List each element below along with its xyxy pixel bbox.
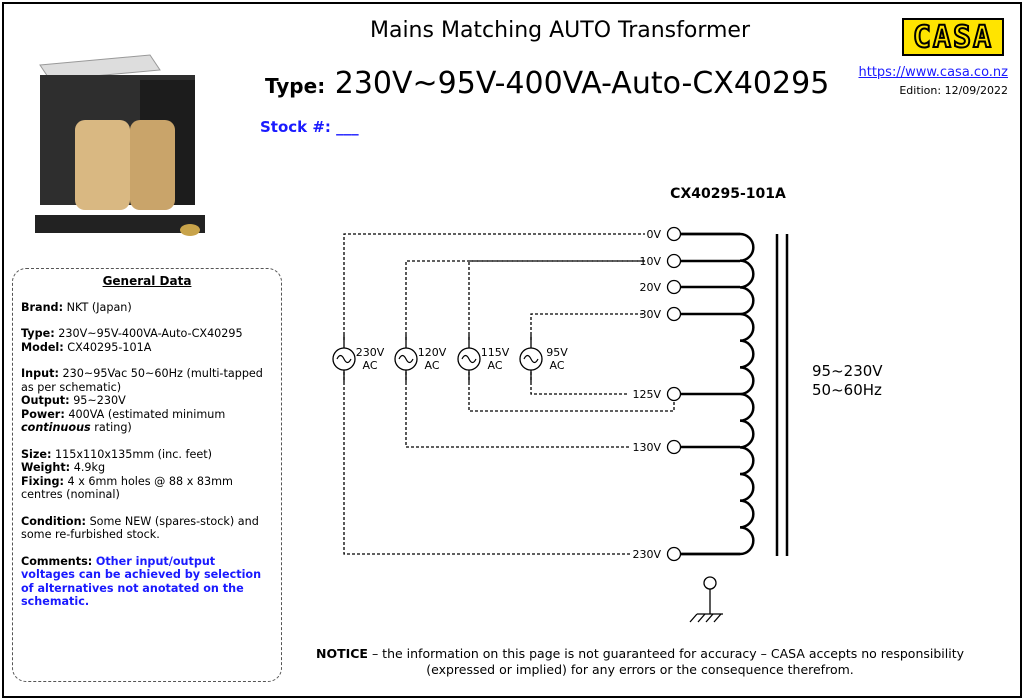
source-type: AC — [487, 359, 502, 372]
tap-label: 125V — [632, 388, 661, 401]
source-voltage: 95V — [546, 346, 568, 359]
source-voltage: 115V — [481, 346, 510, 359]
source-type: AC — [424, 359, 439, 372]
general-data-heading: General Data — [102, 274, 192, 288]
tap-label: 130V — [632, 441, 661, 454]
stock-number: Stock #: ___ — [260, 118, 359, 136]
tap-label: 30V — [639, 308, 661, 321]
brand: Brand: NKT (Japan) — [21, 300, 132, 314]
condition: Condition: Some NEW (spares-stock) and s… — [21, 514, 259, 542]
comments: Comments: Other input/output voltages ca… — [21, 554, 262, 609]
tap-label: 0V — [646, 228, 661, 241]
general-data-panel: General Data Brand: NKT (Japan) Type: 23… — [12, 268, 282, 682]
transformer-photo — [35, 54, 205, 236]
tap-terminal — [666, 279, 682, 295]
tap-terminal — [666, 439, 682, 455]
tap-terminal — [666, 253, 682, 269]
website-link[interactable]: https://www.casa.co.nz — [858, 65, 1009, 80]
electrical: Input: 230~95Vac 50~60Hz (multi-tapped a… — [21, 367, 263, 434]
tap-label: 230V — [632, 548, 661, 561]
ground-symbol — [689, 576, 723, 623]
tap-terminal — [666, 386, 682, 402]
page-title: Mains Matching AUTO Transformer — [369, 18, 751, 43]
tap-label: 20V — [639, 281, 661, 294]
mechanical: Size: 115x110x135mm (inc. feet)Weight: 4… — [21, 447, 233, 502]
tap-terminal — [666, 306, 682, 322]
source-voltage: 120V — [418, 346, 447, 359]
tap-label: 10V — [639, 255, 661, 268]
output-frequency: 50~60Hz — [812, 381, 882, 399]
source-type: AC — [549, 359, 564, 372]
edition-date: Edition: 12/09/2022 — [899, 84, 1008, 97]
type-heading: Type: 230V~95V-400VA-Auto-CX40295 — [265, 66, 830, 101]
tap-terminal — [666, 546, 682, 562]
output-voltage: 95~230V — [812, 362, 883, 380]
tap-terminal — [666, 226, 682, 242]
source-type: AC — [362, 359, 377, 372]
source-voltage: 230V — [356, 346, 385, 359]
schematic-model: CX40295-101A — [670, 186, 786, 202]
notice: NOTICE – the information on this page is… — [315, 646, 965, 677]
casa-logo: CASA — [902, 18, 1004, 56]
